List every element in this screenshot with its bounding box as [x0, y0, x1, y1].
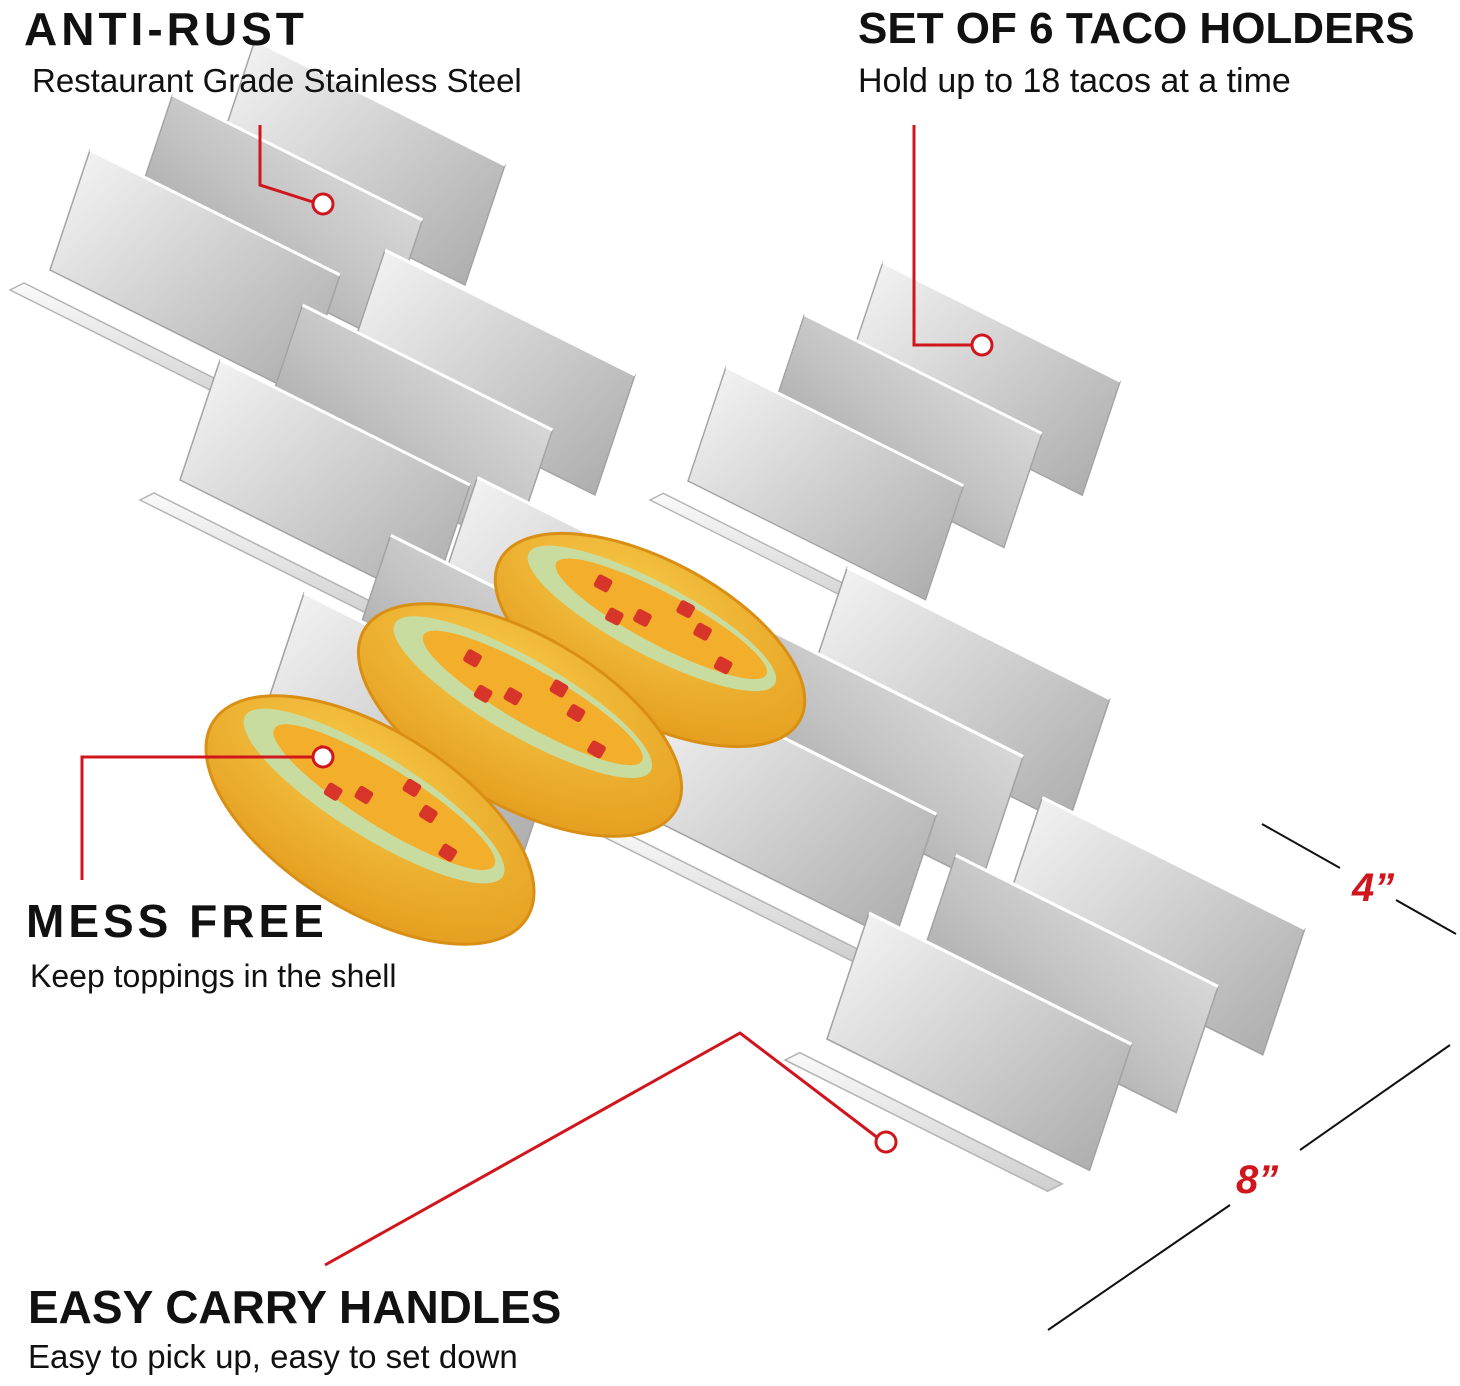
length-dimension-line-b: [1047, 1204, 1231, 1331]
tomato-piece: [587, 740, 606, 759]
tomato-piece: [503, 687, 523, 706]
tomato-piece: [418, 804, 438, 824]
holder-rim-highlight: [89, 148, 341, 277]
holder-rim-highlight: [868, 911, 1133, 1046]
tomato-piece: [633, 609, 652, 627]
taco: [493, 531, 807, 749]
tomato-piece: [463, 649, 482, 668]
mess-free-subtitle: Keep toppings in the shell: [30, 958, 397, 994]
width-dimension-line-a: [1261, 823, 1341, 869]
set-of-six-subtitle: Hold up to 18 tacos at a time: [858, 62, 1291, 100]
holder-rim-highlight: [846, 566, 1111, 701]
holder-rim-highlight: [725, 365, 965, 488]
mess-free-callout-dot: [311, 745, 335, 769]
holder-rim-highlight: [759, 623, 1024, 758]
tomato-piece: [693, 622, 712, 641]
tomato-piece: [354, 785, 374, 804]
easy-carry-leader: [324, 1031, 879, 1267]
holder-rim-highlight: [219, 358, 471, 487]
set-of-six-title: SET OF 6 TACO HOLDERS: [858, 4, 1415, 53]
width-dimension-label: 4”: [1352, 866, 1395, 910]
length-dimension-label: 8”: [1236, 1158, 1279, 1202]
taco-holder: [8, 38, 506, 416]
holder-rim-highlight: [301, 303, 554, 432]
anti-rust-title: ANTI-RUST: [24, 3, 308, 55]
tomato-piece: [593, 574, 613, 593]
anti-rust-callout-dot: [311, 192, 335, 216]
tomato-piece: [438, 843, 458, 862]
holder-base-lip: [783, 1051, 1064, 1193]
tomato-piece: [713, 656, 733, 675]
taco-holder: [783, 796, 1306, 1193]
easy-carry-subtitle: Easy to pick up, easy to set down: [28, 1338, 518, 1375]
tomato-piece: [566, 704, 586, 723]
taco-holder: [648, 261, 1122, 620]
set-of-six-leader: [912, 125, 972, 347]
length-dimension-line-a: [1299, 1044, 1451, 1151]
taco: [356, 602, 684, 838]
anti-rust-subtitle: Restaurant Grade Stainless Steel: [32, 62, 522, 99]
holder-rim-highlight: [254, 38, 506, 167]
tomato-piece: [605, 607, 624, 626]
mess-free-title: MESS FREE: [26, 895, 328, 947]
tomato-piece: [676, 600, 695, 619]
holder-rim-highlight: [171, 93, 424, 222]
easy-carry-title: EASY CARRY HANDLES: [28, 1281, 562, 1333]
holder-rim-highlight: [384, 248, 636, 377]
holder-rim-highlight: [954, 853, 1219, 988]
holder-rim-highlight: [803, 313, 1043, 435]
width-dimension-line-b: [1395, 899, 1457, 935]
anti-rust-leader: [258, 125, 314, 204]
holder-rim-highlight: [882, 261, 1121, 383]
holder-rim-highlight: [1041, 796, 1306, 931]
set-of-six-callout-dot: [970, 333, 994, 357]
tomato-piece: [323, 782, 343, 801]
mess-free-leader: [80, 755, 313, 880]
tomato-piece: [402, 778, 422, 797]
tomato-piece: [473, 684, 493, 703]
tomato-piece: [549, 679, 569, 698]
easy-carry-callout-dot: [874, 1130, 898, 1154]
